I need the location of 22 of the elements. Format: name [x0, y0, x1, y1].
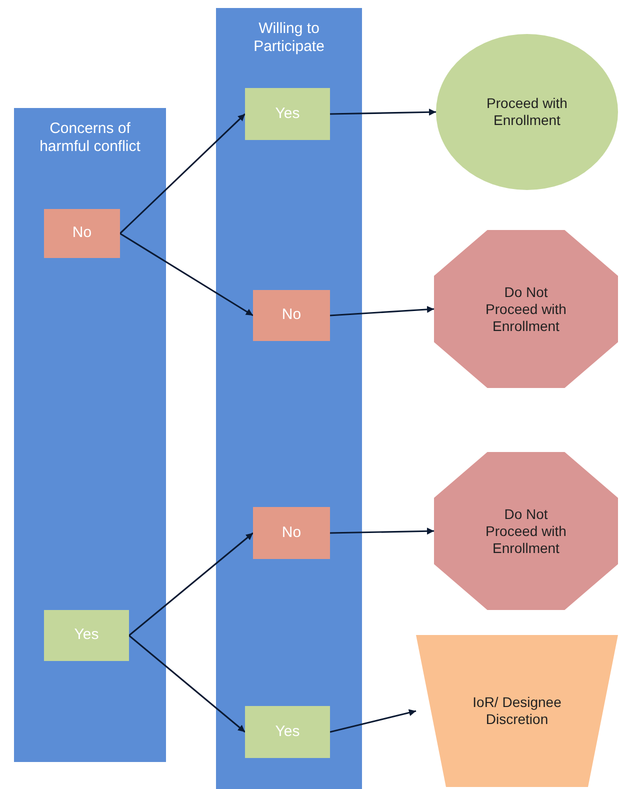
- node-label: Yes: [74, 625, 99, 646]
- arrow: [128, 634, 246, 733]
- arrow: [330, 108, 436, 116]
- column-heading: Willing to Participate: [252, 20, 326, 56]
- column-heading: Concerns of harmful conflict: [38, 120, 142, 156]
- node-label: Yes: [275, 104, 300, 124]
- arrow: [330, 306, 434, 316]
- arrow: [119, 113, 246, 234]
- arrow: [330, 709, 416, 733]
- node-label: IoR/ Designee Discretion: [472, 694, 562, 728]
- node-label: No: [282, 305, 302, 326]
- node-label: Yes: [275, 722, 300, 742]
- node-label: No: [72, 223, 92, 244]
- node-label: Do Not Proceed with Enrollment: [484, 284, 568, 334]
- node-label: No: [282, 522, 302, 543]
- column-panel: [14, 108, 166, 762]
- arrow: [128, 532, 254, 636]
- column-panel: [216, 8, 362, 789]
- node-label: Proceed with Enrollment: [486, 95, 568, 129]
- node-label: Do Not Proceed with Enrollment: [484, 506, 568, 556]
- arrow: [330, 528, 434, 535]
- arrow: [120, 232, 254, 316]
